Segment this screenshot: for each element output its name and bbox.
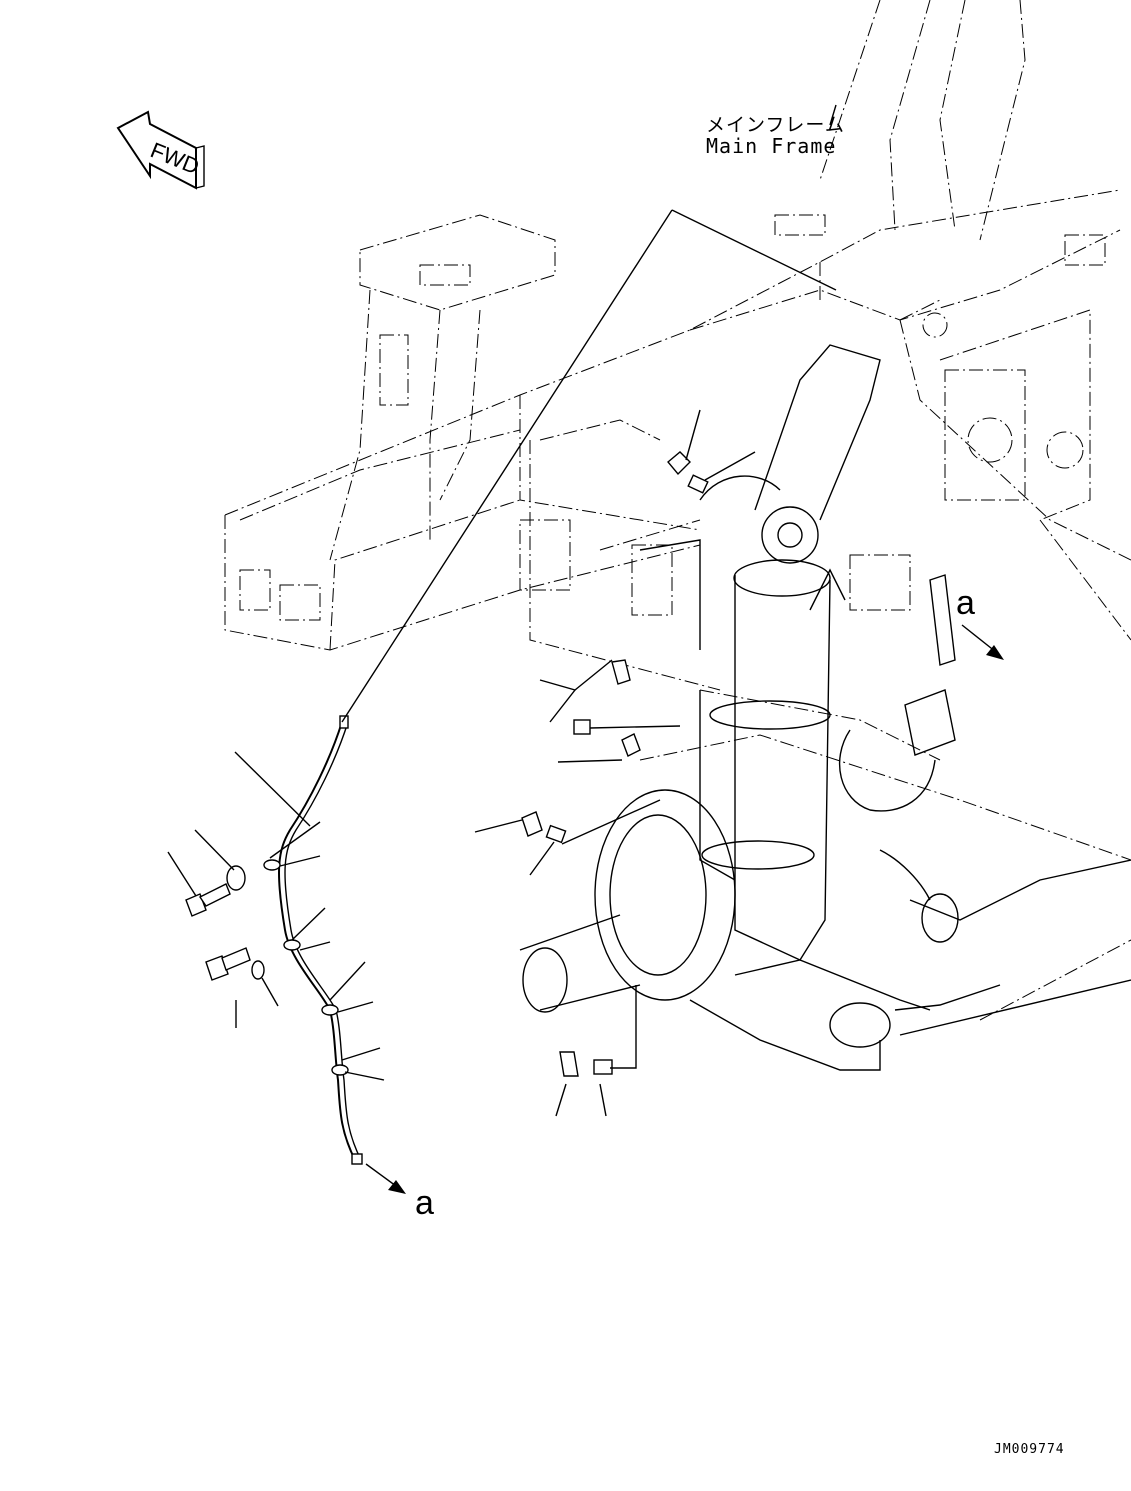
elbow-fitting-lower	[521, 811, 567, 844]
grease-block	[639, 475, 956, 901]
washer-lower	[251, 960, 265, 980]
callout-a-upper: a	[956, 584, 975, 622]
continuation-arrow-upper	[961, 624, 1004, 660]
continuation-arrow-lower	[365, 1163, 406, 1194]
main-frame-outline	[224, 0, 1131, 1021]
axle-hub	[519, 789, 1131, 1071]
grease-tube	[263, 715, 363, 1165]
drawing-number: JM009774	[994, 1442, 1065, 1457]
elbow-fitting-bottom	[559, 1051, 613, 1077]
bolt-lower	[205, 947, 251, 981]
fwd-text: FWD	[147, 137, 203, 179]
elbow-fitting-top	[667, 451, 709, 494]
bolt-upper	[185, 883, 231, 917]
callout-a-lower: a	[415, 1184, 434, 1222]
main-frame-label-en: Main Frame	[706, 134, 837, 158]
washer-upper	[226, 865, 246, 891]
steering-cylinder	[699, 344, 881, 961]
main-frame-label-jp: メインフレーム	[706, 114, 845, 136]
elbow-fitting-mid	[573, 659, 641, 757]
leader-lines	[167, 104, 837, 1117]
fwd-arrow-icon: FWD	[116, 110, 205, 190]
frame-details	[239, 214, 1106, 621]
